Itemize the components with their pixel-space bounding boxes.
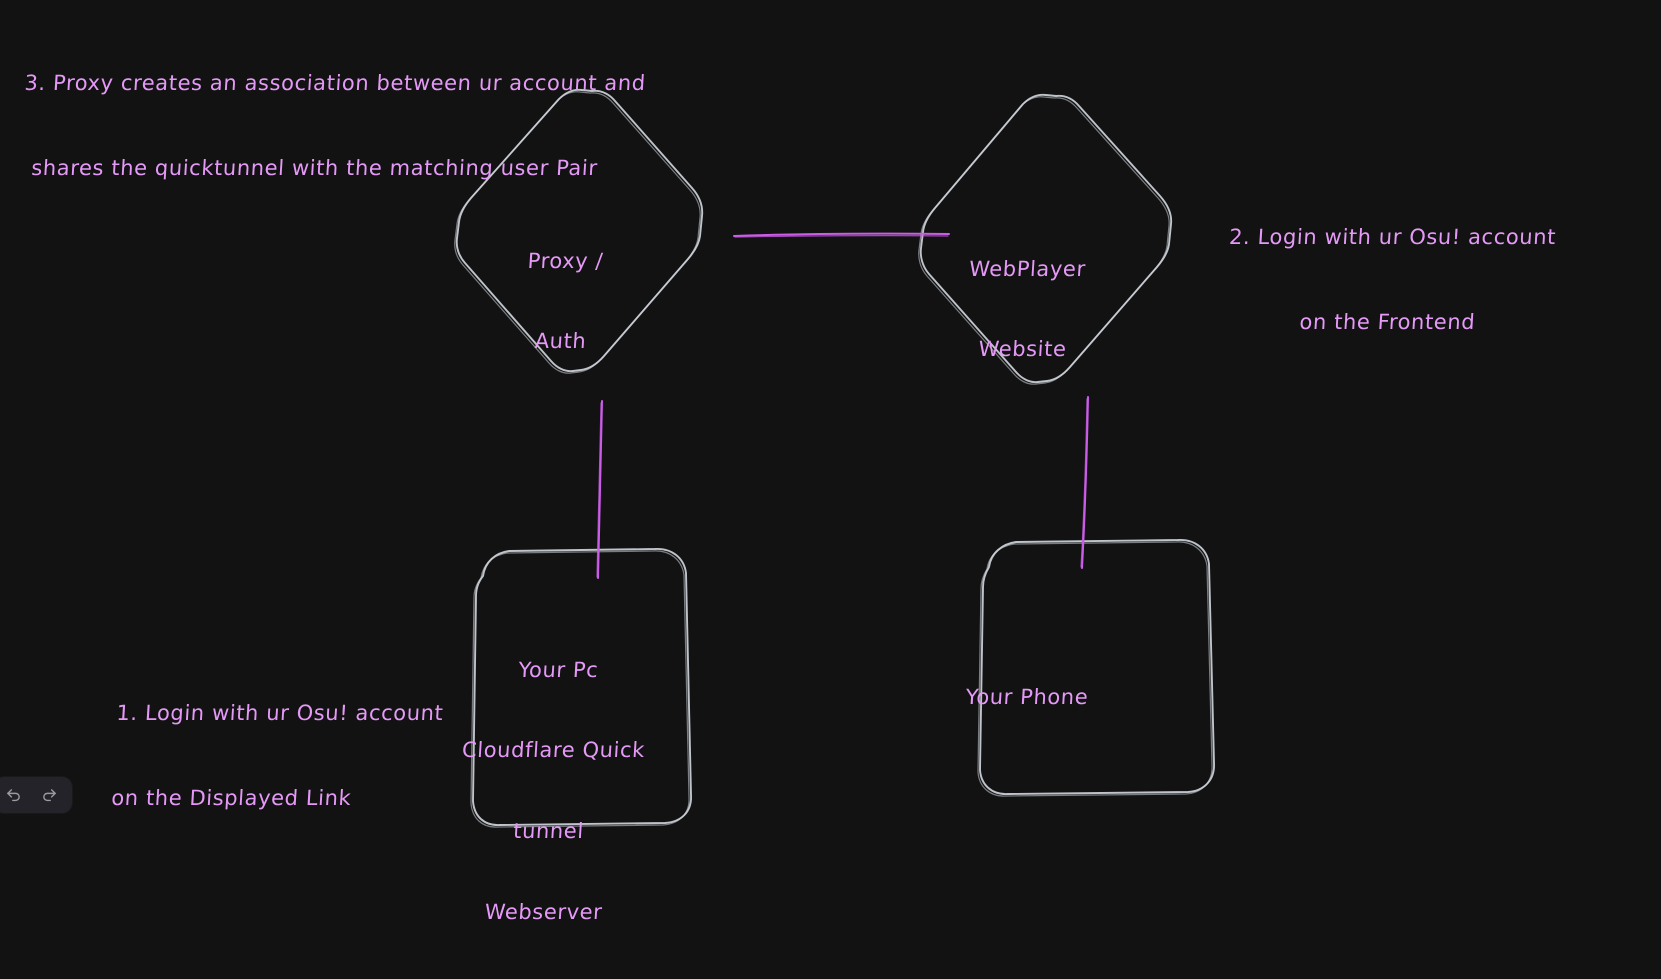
node-label-your-phone-line-1: Your Phone — [965, 684, 1090, 709]
note-step-3-line-2: shares the quicktunnel with the matching… — [30, 155, 599, 180]
node-shape-proxy-auth[interactable] — [454, 88, 704, 374]
node-label-your-pc-line-1: Your Pc — [517, 657, 600, 682]
node-shape-webplayer-website[interactable] — [918, 93, 1173, 385]
undo-redo-toolbar[interactable] — [0, 777, 72, 813]
note-step-3-line-1: 3. Proxy creates an association between … — [23, 70, 647, 95]
note-step-2-line-2: on the Frontend — [1298, 309, 1476, 334]
node-label-your-pc-line-3: tunnel — [512, 819, 585, 843]
diagram-shapes-layer — [454, 88, 1215, 828]
undo-button[interactable] — [2, 784, 24, 806]
node-label-webplayer-website-line-1: WebPlayer — [968, 256, 1087, 281]
note-step-1[interactable]: 1. Login with ur Osu! account on the Dis… — [107, 642, 448, 869]
note-step-2-line-1: 2. Login with ur Osu! account — [1228, 224, 1557, 249]
whiteboard-canvas[interactable]: 3. Proxy creates an association between … — [0, 0, 1661, 924]
node-label-your-pc-line-4: Webserver — [484, 899, 604, 924]
node-label-proxy-auth[interactable]: Proxy / Auth — [453, 194, 672, 409]
note-step-1-line-1: 1. Login with ur Osu! account — [115, 700, 445, 725]
redo-button[interactable] — [38, 784, 60, 806]
node-label-your-pc-line-2: Cloudflare Quick — [461, 738, 646, 763]
node-label-proxy-auth-line-2: Auth — [534, 329, 588, 354]
node-label-your-phone[interactable]: Your Phone — [924, 630, 1130, 764]
node-shape-your-phone[interactable] — [977, 539, 1215, 797]
undo-icon — [6, 788, 20, 801]
node-shape-your-pc[interactable] — [470, 548, 692, 828]
node-label-webplayer-website[interactable]: WebPlayer Website — [915, 202, 1134, 417]
redo-icon — [42, 788, 56, 801]
note-step-1-line-2: on the Displayed Link — [110, 785, 353, 810]
node-label-webplayer-website-line-2: Website — [977, 337, 1068, 362]
node-label-proxy-auth-line-1: Proxy / — [527, 248, 604, 273]
note-step-2[interactable]: 2. Login with ur Osu! account on the Fro… — [1211, 166, 1569, 393]
connector-proxy-to-webplayer[interactable] — [733, 232, 950, 238]
node-label-your-pc[interactable]: Your Pc Cloudflare Quick tunnel Webserve… — [440, 603, 661, 979]
connector-webplayer-to-your-phone[interactable] — [1080, 396, 1089, 569]
connector-proxy-to-your-pc[interactable] — [596, 400, 603, 579]
